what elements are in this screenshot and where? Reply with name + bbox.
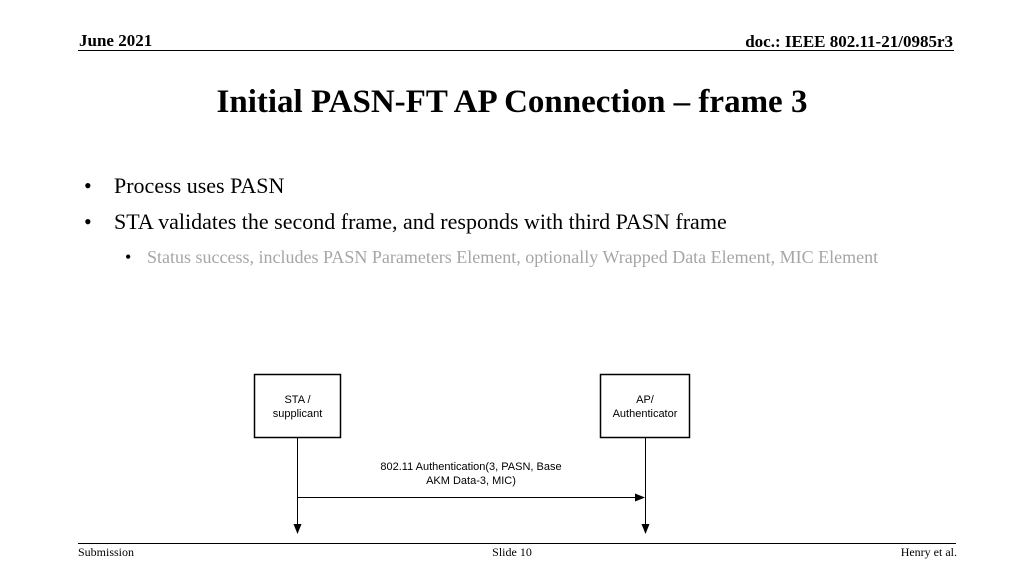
bullet-text: Process uses PASN [114,173,285,198]
bullet-dot-icon: • [125,247,132,267]
bullet-item: • STA validates the second frame, and re… [84,209,954,235]
sta-label-line2: supplicant [273,408,323,420]
bullet-list: • Process uses PASN • STA validates the … [84,173,954,270]
sub-bullet-text: Status success, includes PASN Parameters… [147,247,879,267]
header-doc-id: doc.: IEEE 802.11-21/0985r3 [745,32,953,51]
slide-title: Initial PASN-FT AP Connection – frame 3 [216,84,808,120]
ap-authenticator-box [599,373,691,439]
bullet-item: • Process uses PASN [84,173,954,199]
header-divider [78,50,954,51]
bullet-dot-icon: • [84,173,92,198]
footer-submission: Submission [78,545,135,559]
ap-label-line2: Authenticator [613,408,678,420]
sta-label-line1: STA / [284,394,311,406]
footer-divider [78,543,956,544]
footer-author: Henry et al. [900,545,957,559]
ap-label-line1: AP/ [636,394,655,406]
footer-slide-number: Slide 10 [492,545,532,559]
message-label-line1: 802.11 Authentication(3, PASN, Base [380,461,561,473]
bullet-dot-icon: • [84,209,92,234]
header-date: June 2021 [79,31,153,50]
sub-bullet-item: • Status success, includes PASN Paramete… [125,245,954,270]
message-label-line2: AKM Data-3, MIC) [426,475,516,487]
sta-supplicant-box [253,373,342,439]
bullet-text: STA validates the second frame, and resp… [114,209,727,234]
